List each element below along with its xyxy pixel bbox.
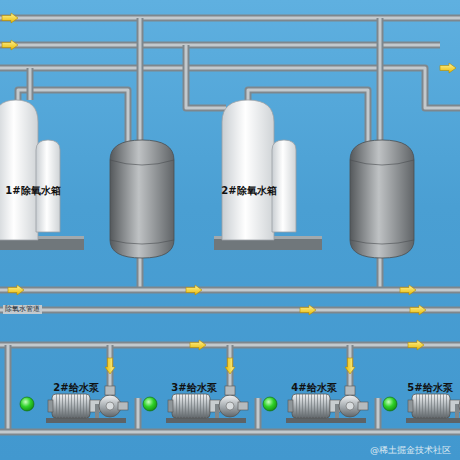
tank-label-box: 1#除氧水箱 bbox=[2, 180, 64, 198]
pump-label-box: 2#给水泵 bbox=[50, 377, 102, 395]
status-light bbox=[20, 397, 397, 411]
deaerator-tank-1 bbox=[0, 100, 84, 250]
node-label: 3#给水泵 bbox=[171, 382, 216, 394]
feed-pump bbox=[46, 386, 460, 423]
node-label: 2#给水泵 bbox=[53, 382, 98, 394]
flow-arrow bbox=[2, 13, 456, 374]
pressure-vessel bbox=[110, 140, 414, 258]
deaerator-tank-2 bbox=[214, 100, 322, 250]
watermark: @稀土掘金技术社区 bbox=[368, 445, 453, 456]
pipe-network bbox=[0, 18, 460, 432]
pump-label-box: 5#给水泵 bbox=[404, 377, 456, 395]
pump-label-box: 3#给水泵 bbox=[168, 377, 220, 395]
tank-label-box: 2#除氧水箱 bbox=[218, 180, 280, 198]
node-label: 5#给水泵 bbox=[407, 382, 452, 394]
node-label: 1#除氧水箱 bbox=[5, 185, 60, 197]
node-label: 4#给水泵 bbox=[291, 382, 336, 394]
pump-label-box: 4#给水泵 bbox=[288, 377, 340, 395]
node-label: 2#除氧水箱 bbox=[221, 185, 276, 197]
pipe-name: 除氧水管道 bbox=[3, 305, 42, 314]
